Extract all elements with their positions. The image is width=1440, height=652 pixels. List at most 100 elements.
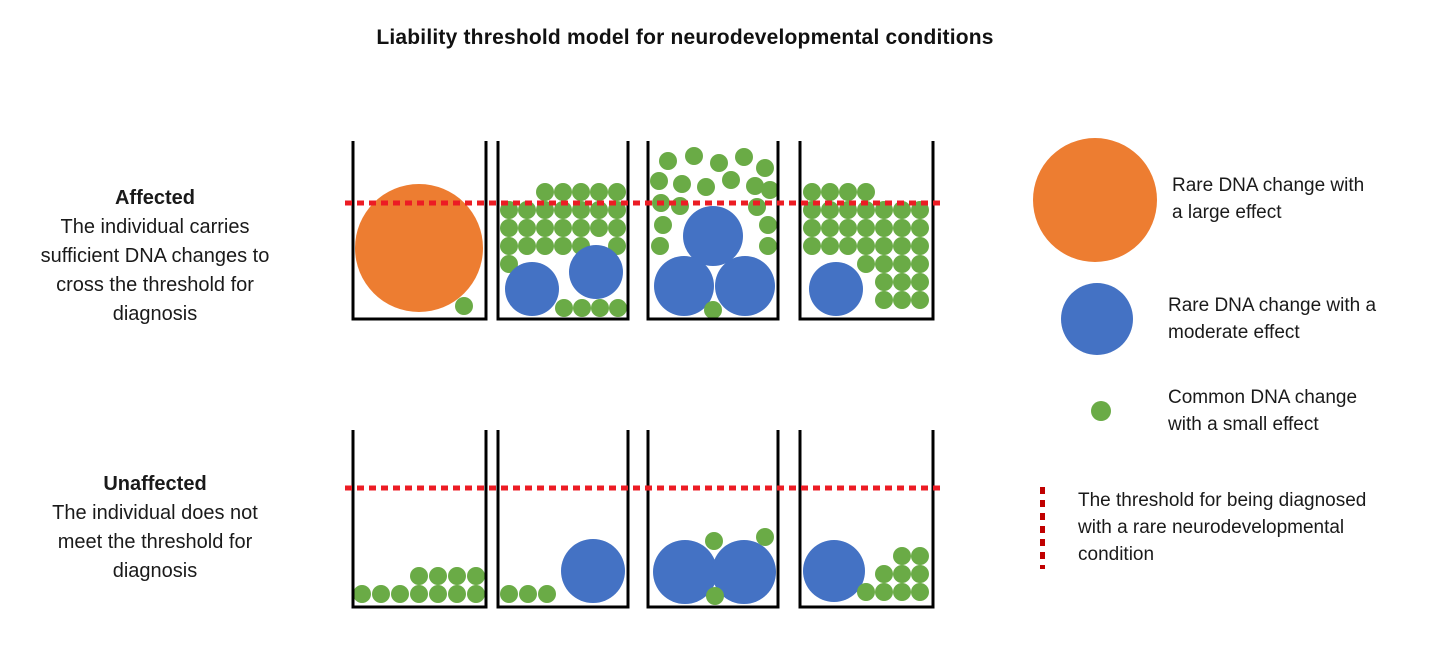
rare-large-effect-circle — [355, 184, 483, 312]
common-small-effect-circle — [857, 237, 875, 255]
common-small-effect-circle — [893, 255, 911, 273]
common-small-effect-circle — [803, 219, 821, 237]
rare-moderate-effect-circle — [505, 262, 559, 316]
common-small-effect-circle — [893, 565, 911, 583]
common-small-effect-circle — [685, 147, 703, 165]
rare-moderate-effect-circle — [715, 256, 775, 316]
rare-moderate-effect-circle — [654, 256, 714, 316]
unaffected-beaker-4 — [798, 430, 935, 609]
common-small-effect-circle — [756, 159, 774, 177]
common-small-effect-circle — [391, 585, 409, 603]
rare-moderate-effect-circle — [569, 245, 623, 299]
common-small-effect-circle — [839, 237, 857, 255]
common-small-effect-circle — [448, 567, 466, 585]
affected-label-block: Affected The individual carries sufficie… — [5, 184, 305, 329]
common-small-effect-circle — [608, 237, 626, 255]
rare-moderate-effect-circle — [561, 539, 625, 603]
common-small-effect-circle — [608, 183, 626, 201]
common-small-effect-circle — [759, 237, 777, 255]
beaker-outline — [798, 141, 935, 321]
common-small-effect-circle — [893, 291, 911, 309]
diagram-title: Liability threshold model for neurodevel… — [376, 26, 994, 49]
beaker-outline — [496, 141, 630, 321]
common-small-effect-circle — [455, 297, 473, 315]
common-small-effect-circle — [372, 585, 390, 603]
common-small-effect-circle — [704, 301, 722, 319]
common-small-effect-circle — [857, 219, 875, 237]
common-small-effect-circle — [839, 219, 857, 237]
common-small-effect-circle — [875, 255, 893, 273]
common-small-effect-circle — [554, 219, 572, 237]
common-small-effect-circle — [821, 237, 839, 255]
unaffected-beaker-1 — [351, 430, 488, 609]
common-small-effect-circle — [759, 216, 777, 234]
common-small-effect-circle — [821, 183, 839, 201]
common-small-effect-circle — [911, 237, 929, 255]
common-small-effect-circle — [572, 183, 590, 201]
common-small-effect-circle — [911, 219, 929, 237]
affected-description: The individual carries sufficient DNA ch… — [40, 216, 270, 325]
common-small-effect-circle — [706, 587, 724, 605]
common-small-effect-circle — [519, 585, 537, 603]
unaffected-heading: Unaffected — [103, 473, 207, 495]
common-small-effect-circle — [803, 183, 821, 201]
common-small-effect-circle — [467, 585, 485, 603]
common-small-effect-circle — [429, 567, 447, 585]
common-small-effect-circle — [722, 171, 740, 189]
common-small-effect-circle — [500, 219, 518, 237]
common-small-effect-circle — [609, 299, 627, 317]
beaker-outline — [646, 141, 780, 321]
common-small-effect-circle — [654, 216, 672, 234]
common-small-effect-circle — [590, 183, 608, 201]
affected-beaker-3 — [646, 141, 780, 321]
beaker-outline — [798, 430, 935, 609]
common-small-effect-circle — [857, 255, 875, 273]
beaker-outline — [496, 430, 630, 609]
common-small-effect-circle — [536, 219, 554, 237]
common-small-effect-circle — [746, 177, 764, 195]
rare-moderate-effect-circle — [809, 262, 863, 316]
common-small-effect-circle — [518, 219, 536, 237]
common-small-effect-circle — [590, 219, 608, 237]
common-small-effect-circle — [893, 219, 911, 237]
common-small-effect-circle — [555, 299, 573, 317]
common-small-effect-circle — [448, 585, 466, 603]
common-small-effect-circle — [573, 299, 591, 317]
common-small-effect-circle — [756, 528, 774, 546]
common-small-effect-circle — [911, 255, 929, 273]
common-small-effect-circle — [875, 583, 893, 601]
rare-moderate-effect-circle — [803, 540, 865, 602]
common-small-effect-circle — [875, 291, 893, 309]
common-small-effect-circle — [821, 219, 839, 237]
common-small-effect-circle — [857, 183, 875, 201]
common-small-effect-circle — [659, 152, 677, 170]
unaffected-label-block: Unaffected The individual does not meet … — [5, 470, 305, 586]
common-small-effect-circle — [761, 181, 779, 199]
rare-moderate-effect-circle — [653, 540, 717, 604]
common-small-effect-circle — [591, 299, 609, 317]
common-small-effect-circle — [500, 237, 518, 255]
common-small-effect-circle — [554, 237, 572, 255]
rare-moderate-effect-circle — [712, 540, 776, 604]
common-small-effect-circle — [875, 565, 893, 583]
common-small-effect-circle — [410, 567, 428, 585]
common-small-effect-circle — [697, 178, 715, 196]
affected-beaker-1 — [351, 141, 488, 321]
common-small-effect-circle — [410, 585, 428, 603]
beaker-outline — [351, 430, 488, 609]
unaffected-description: The individual does not meet the thresho… — [52, 502, 258, 582]
beaker-outline — [646, 430, 780, 609]
common-small-effect-circle — [705, 532, 723, 550]
common-small-effect-circle — [536, 237, 554, 255]
common-small-effect-circle — [538, 585, 556, 603]
common-small-effect-circle — [911, 583, 929, 601]
common-small-effect-circle — [803, 237, 821, 255]
beaker-outline — [351, 141, 488, 321]
common-small-effect-circle — [893, 583, 911, 601]
common-small-effect-circle — [911, 291, 929, 309]
common-small-effect-circle — [671, 197, 689, 215]
common-small-effect-circle — [353, 585, 371, 603]
common-small-effect-circle — [875, 273, 893, 291]
unaffected-beaker-2 — [496, 430, 630, 609]
